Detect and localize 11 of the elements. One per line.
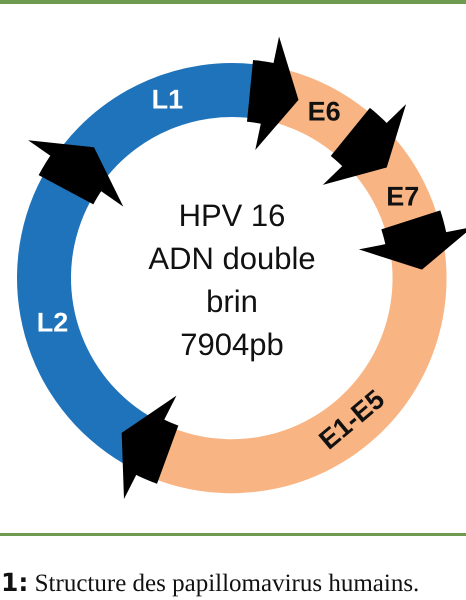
segment-label: E6: [308, 98, 341, 126]
genome-segment-band: [64, 63, 253, 177]
block-arrow: [320, 102, 406, 185]
genome-segment-band: [17, 177, 150, 462]
genome-segment-band: [355, 140, 436, 228]
genome-description: HPV 16 ADN double brin 7904pb: [148, 197, 316, 364]
segment-label: L2: [36, 309, 68, 336]
segment-label: E7: [386, 183, 420, 210]
figure-caption: 1: Structure des papillomavirus humains.: [1, 569, 420, 598]
genome-segment-band: [276, 71, 368, 153]
segment-label: L1: [152, 86, 184, 114]
